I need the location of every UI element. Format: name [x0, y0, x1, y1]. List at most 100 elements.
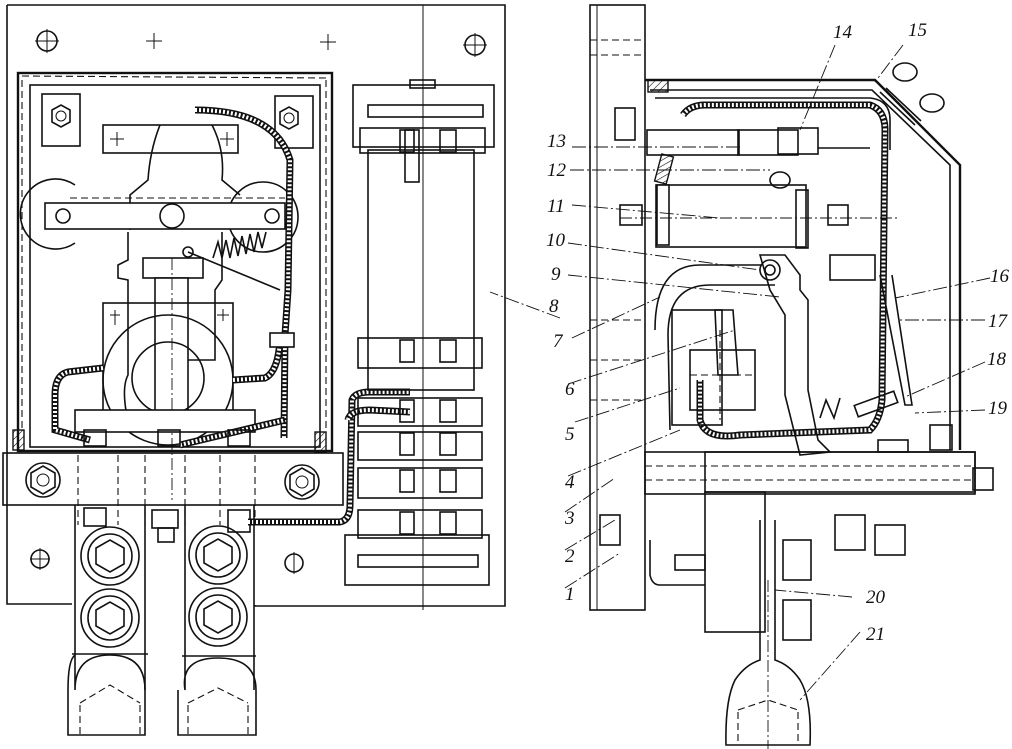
- contact-bar: [646, 129, 740, 156]
- leader-7: [571, 296, 661, 339]
- magnet-core: [654, 264, 775, 431]
- leader-9: [567, 274, 781, 298]
- nut-block: [41, 93, 81, 147]
- callout-11: 11: [547, 196, 565, 217]
- lever-center-pivot: [159, 203, 185, 229]
- callout-4: 4: [565, 472, 575, 493]
- nut-bore: [55, 110, 67, 122]
- callout-15: 15: [908, 20, 927, 41]
- mounting-hole: [284, 552, 304, 574]
- terminal-screw: [399, 511, 457, 535]
- callout-14: 14: [833, 22, 853, 43]
- armature-lever: [758, 254, 832, 456]
- cross-mark: [217, 309, 229, 321]
- mounting-hole: [30, 548, 50, 570]
- bracket-bolt: [782, 539, 812, 581]
- bracket-bolt: [782, 599, 812, 641]
- terminal-block: [929, 424, 953, 451]
- terminal-nut: [619, 204, 643, 226]
- wing-nut: [879, 62, 945, 126]
- terminal-nut: [284, 464, 320, 500]
- lower-bracket: [704, 491, 766, 633]
- frame-hatch: [12, 429, 25, 451]
- leader-3: [564, 477, 616, 513]
- armature-bar: [102, 124, 239, 154]
- bottom-stud: [834, 514, 866, 551]
- lever-pivot: [55, 208, 71, 224]
- adjust-block: [829, 254, 876, 281]
- callout-8: 8: [549, 296, 559, 317]
- mounting-mark: [320, 34, 336, 50]
- leader-16: [894, 277, 991, 299]
- coil-body: [655, 184, 807, 248]
- busbar-lug: [67, 505, 148, 736]
- contact-block: [777, 127, 819, 155]
- resistor-assembly: [344, 79, 495, 586]
- cross-mark: [220, 132, 234, 146]
- callout-13: 13: [547, 131, 566, 152]
- callout-16: 16: [990, 266, 1010, 287]
- contact-lever: [879, 274, 913, 406]
- cross-mark: [110, 132, 124, 146]
- terminal-stud: [83, 429, 107, 527]
- core-cap: [142, 257, 204, 279]
- callout-2: 2: [565, 546, 575, 567]
- terminal-screw: [399, 432, 457, 456]
- core-stem: [154, 277, 189, 421]
- cross-mark: [110, 310, 120, 325]
- base-plate: [6, 4, 506, 607]
- cover-inner: [650, 89, 951, 450]
- terminal-screw: [399, 129, 457, 153]
- insulator-hatch: [653, 153, 675, 185]
- damper-disc-left: [19, 178, 76, 250]
- callout-1: 1: [565, 584, 575, 605]
- leader-11: [571, 204, 721, 219]
- lever-arm: [44, 202, 286, 230]
- leader-1: [564, 552, 621, 589]
- spring-anchor: [182, 246, 194, 258]
- coil-flange: [656, 184, 670, 246]
- side-section-view: [589, 4, 994, 749]
- armature-pivot: [759, 259, 781, 281]
- pole-piece: [671, 309, 723, 426]
- coil-terminal: [769, 171, 791, 189]
- return-spring: [819, 397, 841, 421]
- terminal-nut: [25, 462, 61, 498]
- front-view: [2, 4, 506, 736]
- callout-21: 21: [866, 624, 885, 645]
- mounting-panel: [589, 4, 646, 611]
- nut-block: [274, 95, 314, 149]
- bottom-stud: [874, 524, 906, 556]
- panel-block: [599, 514, 621, 546]
- housing-inner: [29, 84, 321, 448]
- core-body: [117, 232, 223, 431]
- bracket-plate: [649, 540, 705, 586]
- nut-bore: [283, 112, 295, 124]
- cover-hatch: [647, 79, 669, 93]
- wire-cable: [680, 101, 889, 440]
- magnet-yoke: [129, 124, 241, 230]
- callout-7: 7: [553, 331, 564, 352]
- mounting-mark: [146, 33, 162, 49]
- leader-18: [904, 361, 986, 398]
- spring: [212, 231, 267, 259]
- busbar-lug: [177, 505, 257, 736]
- pole-block: [689, 349, 756, 411]
- hidden-line: [737, 699, 799, 745]
- leader-8: [489, 291, 561, 319]
- frame-hatch: [314, 431, 327, 453]
- terminal-stud: [227, 429, 251, 533]
- mounting-hole: [463, 33, 487, 57]
- housing-frame: [16, 71, 334, 453]
- callout-3: 3: [564, 508, 575, 529]
- inner-frame: [655, 97, 891, 150]
- cable-clamp: [269, 332, 295, 348]
- base-bar: [644, 451, 976, 495]
- callout-5: 5: [565, 424, 575, 445]
- coil-flange: [795, 189, 809, 249]
- lever-pivot: [264, 208, 280, 224]
- frame-gasket: [21, 75, 327, 79]
- bracket-tab: [674, 554, 706, 571]
- contact-block: [737, 129, 799, 156]
